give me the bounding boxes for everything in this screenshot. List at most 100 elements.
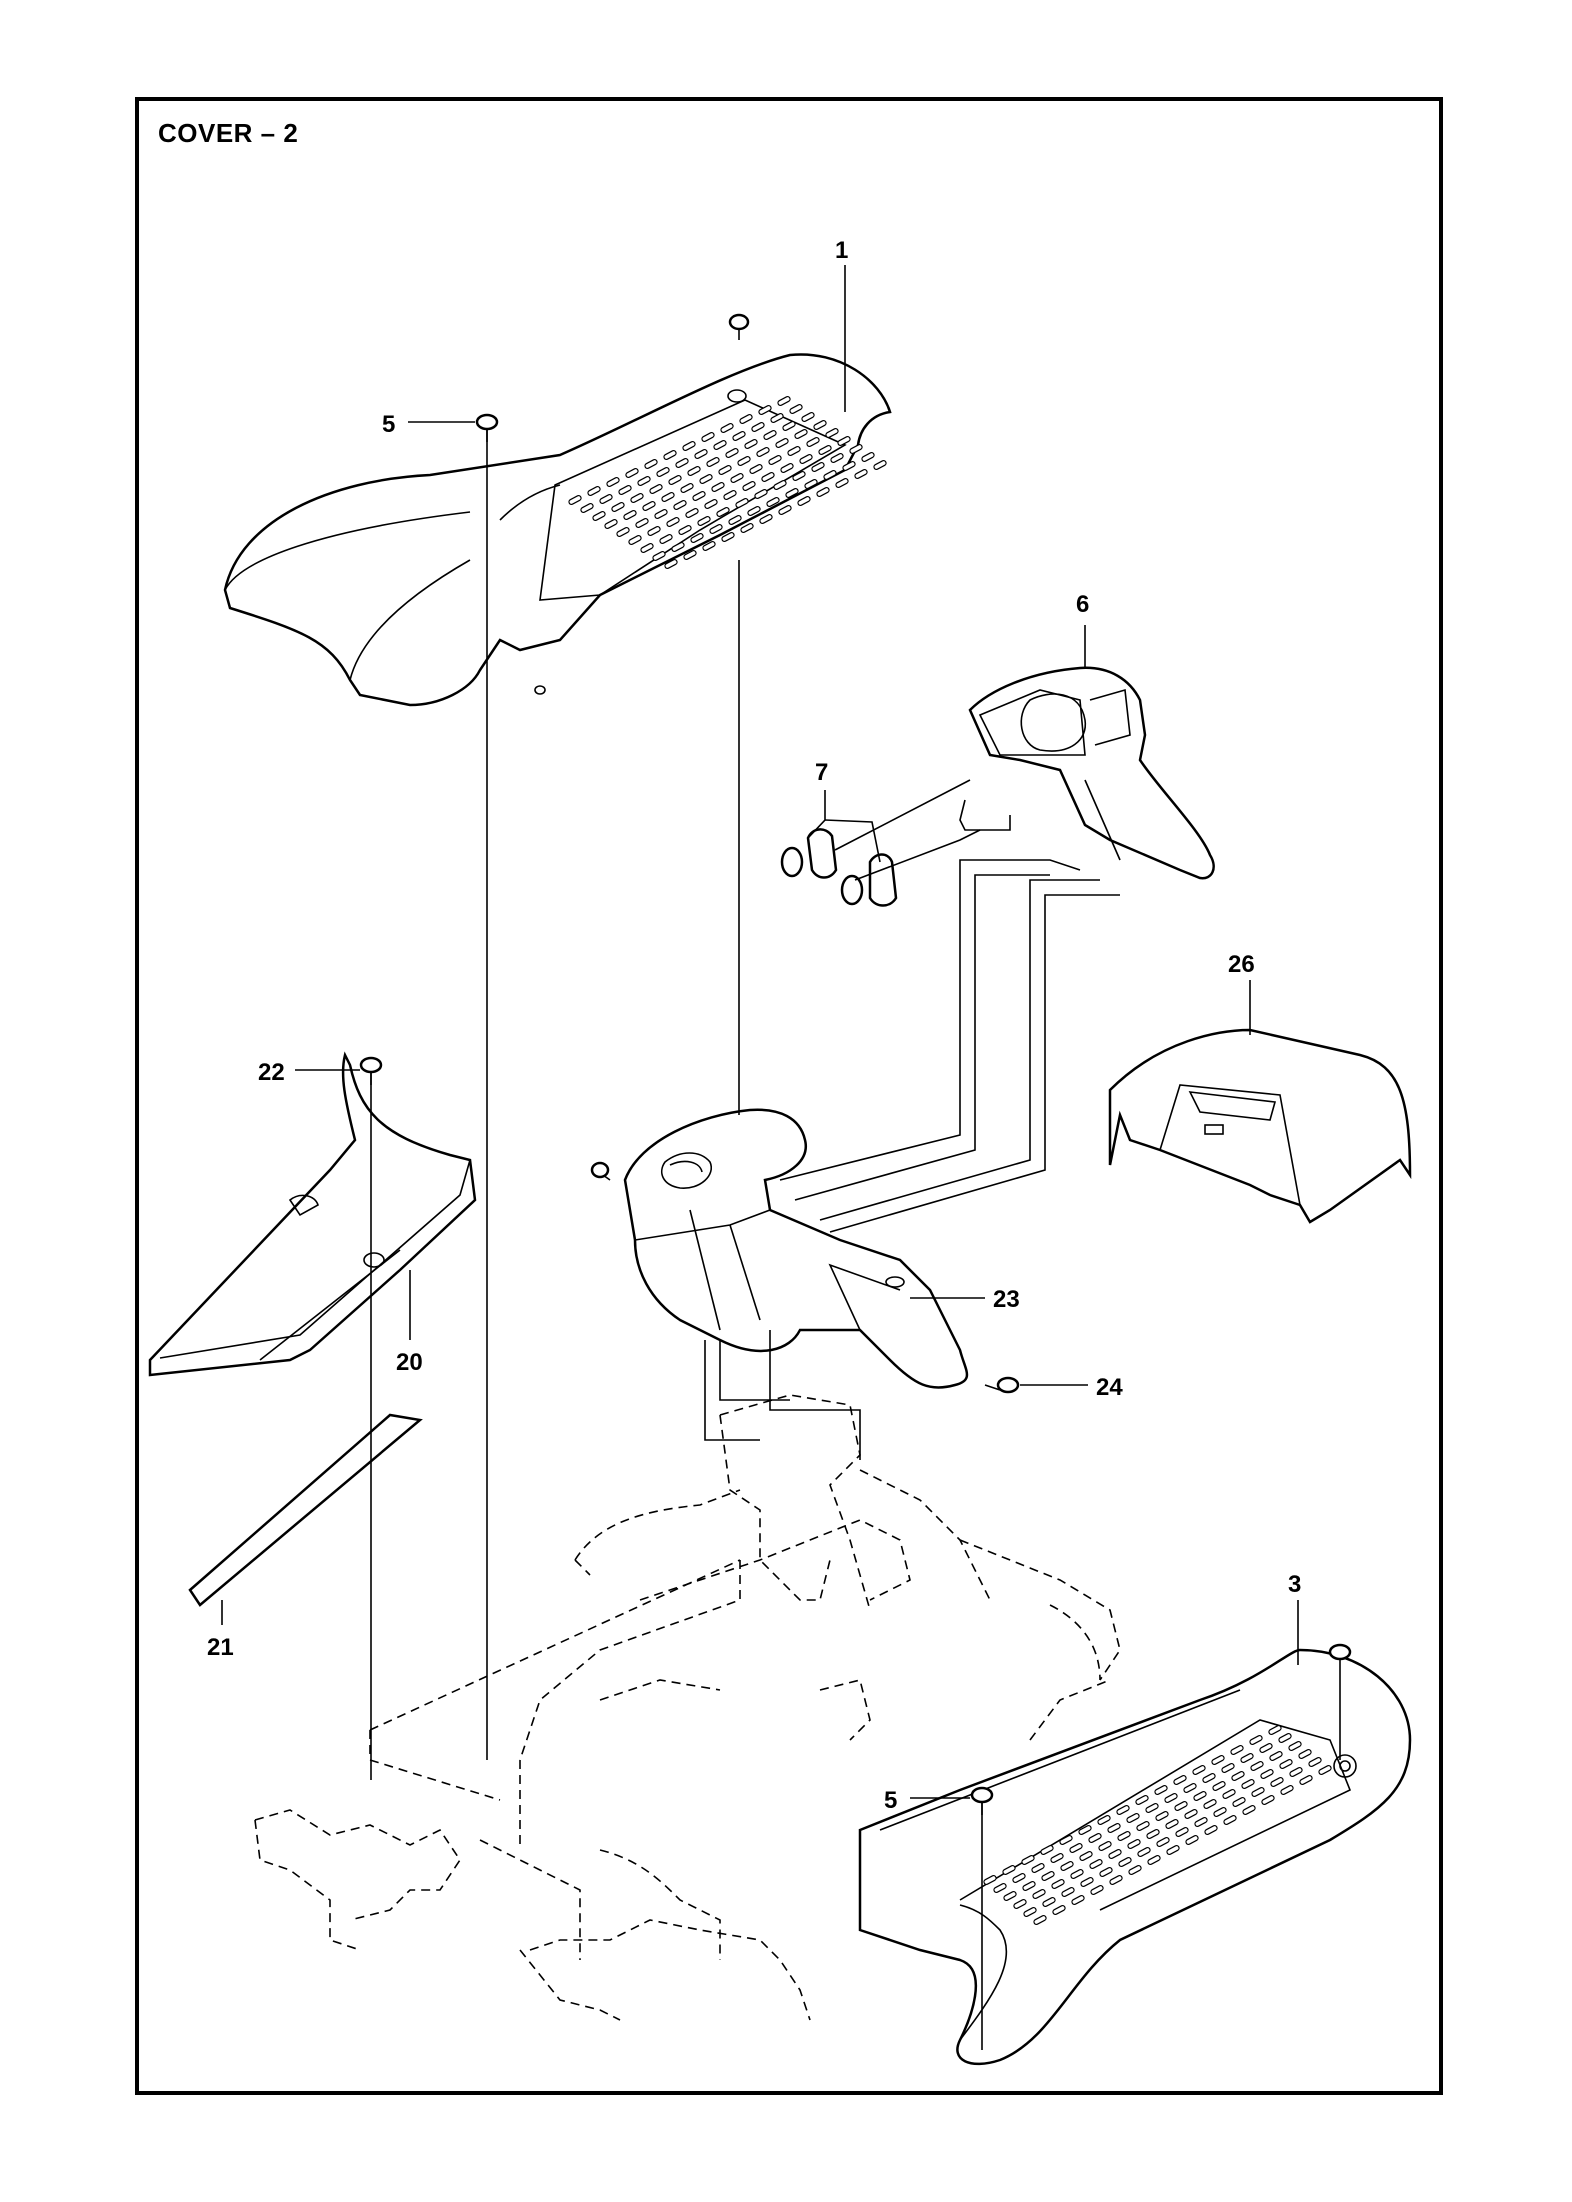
grate-slot bbox=[1117, 1831, 1131, 1841]
grate-slot bbox=[1135, 1795, 1149, 1805]
grate-slot bbox=[1279, 1759, 1293, 1769]
grate-slot bbox=[801, 412, 815, 422]
callout-22: 22 bbox=[258, 1059, 285, 1086]
callout-5-bottom: 5 bbox=[884, 1787, 897, 1814]
grate-slot bbox=[687, 466, 701, 476]
grate-slot bbox=[1040, 1845, 1054, 1855]
grate-slot bbox=[1109, 1875, 1123, 1885]
grate-slot bbox=[811, 462, 825, 472]
grate-slot bbox=[682, 441, 696, 451]
grate-slot bbox=[616, 527, 630, 537]
grate-slot bbox=[1088, 1833, 1102, 1843]
grate-slot bbox=[983, 1875, 997, 1885]
grate-slot bbox=[685, 508, 699, 518]
grate-slot bbox=[1137, 1847, 1151, 1857]
grate-slot bbox=[1033, 1915, 1047, 1925]
grate-slot bbox=[675, 458, 689, 468]
grate-slot bbox=[813, 420, 827, 430]
grate-slot bbox=[611, 502, 625, 512]
grate-slot bbox=[709, 524, 723, 534]
grate-slot bbox=[1165, 1819, 1179, 1829]
grate-slot bbox=[1173, 1775, 1187, 1785]
grate-slot bbox=[751, 422, 765, 432]
grate-slot bbox=[759, 514, 773, 524]
grate-slot bbox=[1116, 1805, 1130, 1815]
grate-slot bbox=[1174, 1801, 1188, 1811]
diagram-frame bbox=[135, 97, 1443, 2095]
grate-slot bbox=[1136, 1821, 1150, 1831]
callout-1: 1 bbox=[835, 237, 848, 264]
grate-slot bbox=[1211, 1755, 1225, 1765]
grate-slot bbox=[1012, 1873, 1026, 1883]
grate-slot bbox=[1023, 1907, 1037, 1917]
grate-slot bbox=[625, 468, 639, 478]
grate-slot bbox=[1270, 1777, 1284, 1787]
grate-slot bbox=[773, 480, 787, 490]
grate-slot bbox=[1268, 1725, 1282, 1735]
grate-slot bbox=[823, 470, 837, 480]
grate-slot bbox=[1127, 1839, 1141, 1849]
grate-slot bbox=[1154, 1785, 1168, 1795]
grate-slot bbox=[697, 516, 711, 526]
grate-slot bbox=[718, 465, 732, 475]
grate-slot bbox=[993, 1883, 1007, 1893]
grate-slot bbox=[1042, 1897, 1056, 1907]
screw-icon bbox=[359, 1056, 383, 1085]
callouts: 1 5 6 7 26 22 20 23 24 21 3 5 bbox=[207, 237, 1301, 1814]
grate-slot bbox=[728, 515, 742, 525]
grate-slot bbox=[1230, 1745, 1244, 1755]
grate-slot bbox=[816, 487, 830, 497]
part-7-knobs bbox=[780, 828, 898, 907]
grate-slot bbox=[1250, 1761, 1264, 1771]
grate-slot bbox=[1013, 1899, 1027, 1909]
screw-icon bbox=[728, 313, 750, 340]
callout-6: 6 bbox=[1076, 591, 1089, 618]
grate-slot bbox=[1060, 1861, 1074, 1871]
grate-slot bbox=[1002, 1865, 1016, 1875]
grate-slot bbox=[792, 471, 806, 481]
grate-slot bbox=[678, 525, 692, 535]
grate-slot bbox=[1021, 1855, 1035, 1865]
grate-slot bbox=[754, 489, 768, 499]
grate-slot bbox=[1259, 1743, 1273, 1753]
grate-slot bbox=[842, 461, 856, 471]
grate-slot bbox=[1061, 1887, 1075, 1897]
grate-slot bbox=[723, 490, 737, 500]
grate-slot bbox=[1280, 1785, 1294, 1795]
grate-slot bbox=[721, 532, 735, 542]
grate-slot bbox=[1203, 1799, 1217, 1809]
grate-slot bbox=[1107, 1823, 1121, 1833]
grate-slot bbox=[756, 447, 770, 457]
grate-slot bbox=[835, 478, 849, 488]
callout-5-top: 5 bbox=[382, 411, 395, 438]
grate-slot bbox=[604, 519, 618, 529]
grate-slot bbox=[735, 498, 749, 508]
grate-slot bbox=[1090, 1885, 1104, 1895]
grate-slot bbox=[780, 463, 794, 473]
grate-slot bbox=[606, 477, 620, 487]
grate-slot bbox=[789, 404, 803, 414]
grate-slot bbox=[1212, 1781, 1226, 1791]
grate-slot bbox=[1318, 1765, 1332, 1775]
grate-slot bbox=[599, 494, 613, 504]
grate-slot bbox=[1222, 1789, 1236, 1799]
grate-slot bbox=[694, 449, 708, 459]
grate-slot bbox=[777, 396, 791, 406]
screw-icon bbox=[1328, 1643, 1352, 1661]
grate-slot bbox=[1193, 1791, 1207, 1801]
grate-slot bbox=[1175, 1827, 1189, 1837]
part-6-console-cover bbox=[968, 666, 1215, 880]
grate-slot bbox=[1288, 1741, 1302, 1751]
grate-slot bbox=[794, 429, 808, 439]
screw-icon bbox=[996, 1376, 1020, 1394]
grate-slot bbox=[1146, 1829, 1160, 1839]
grate-slot bbox=[666, 517, 680, 527]
grate-slot bbox=[818, 445, 832, 455]
grate-slot bbox=[737, 456, 751, 466]
grate-slot bbox=[778, 505, 792, 515]
grate-slot bbox=[749, 464, 763, 474]
grate-slot bbox=[630, 493, 644, 503]
grate-slot bbox=[673, 500, 687, 510]
part-21-strip bbox=[188, 1413, 423, 1607]
grate-slot bbox=[661, 492, 675, 502]
